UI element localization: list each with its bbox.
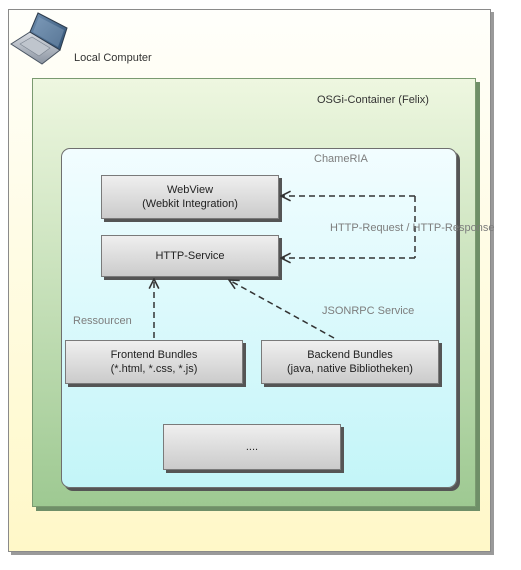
placeholder-text: .... (245, 441, 259, 453)
laptop-icon (8, 10, 68, 65)
webview-box: WebView (Webkit Integration) (101, 175, 279, 219)
osgi-container-label: OSGi-Container (Felix) (317, 94, 429, 106)
backend-bundles-box: Backend Bundles (java, native Bibliothek… (261, 340, 439, 384)
frontend-bundles-title: Frontend Bundles (110, 349, 198, 361)
backend-bundles-title: Backend Bundles (307, 349, 393, 361)
local-computer-label: Local Computer (74, 52, 152, 64)
webview-subtitle: (Webkit Integration) (142, 198, 238, 210)
http-request-response-label: HTTP-Request / HTTP-Response (330, 222, 495, 234)
frontend-bundles-subtitle: (*.html, *.css, *.js) (110, 363, 198, 375)
placeholder-box: .... (163, 424, 341, 470)
http-service-box: HTTP-Service (101, 235, 279, 277)
jsonrpc-label: JSONRPC Service (322, 305, 415, 317)
chameria-label: ChameRIA (314, 153, 368, 165)
ressourcen-label: Ressourcen (73, 315, 132, 327)
jsonrpc-arrow (229, 280, 335, 339)
frontend-bundles-box: Frontend Bundles (*.html, *.css, *.js) (65, 340, 243, 384)
http-service-title: HTTP-Service (155, 250, 225, 262)
backend-bundles-subtitle: (java, native Bibliotheken) (287, 363, 413, 375)
webview-title: WebView (166, 184, 214, 196)
